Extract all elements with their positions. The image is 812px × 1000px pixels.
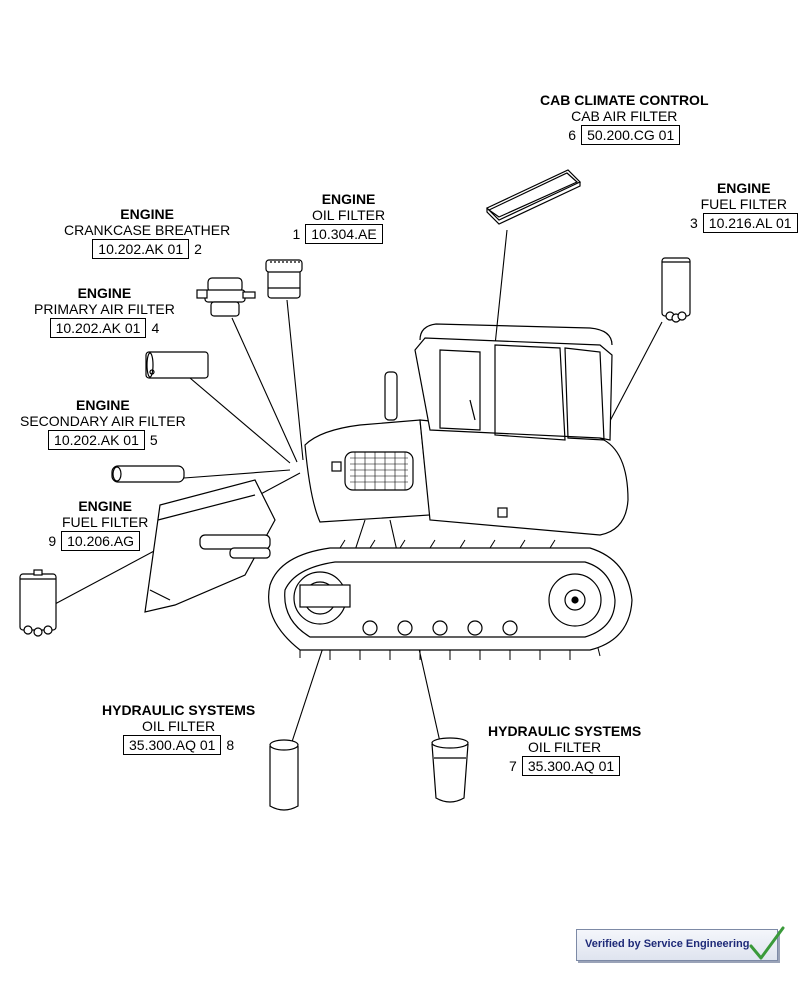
callout-title: ENGINE bbox=[77, 285, 132, 301]
cab-air-filter-part bbox=[485, 169, 582, 225]
verified-badge-text: Verified by Service Engineering bbox=[585, 938, 750, 950]
hydraulic-oil-filter-right-part bbox=[431, 737, 469, 803]
callout-subtitle: OIL FILTER bbox=[312, 207, 386, 223]
callout-hydraulic-oil-filter-left: HYDRAULIC SYSTEMS OIL FILTER 35.300.AQ 0… bbox=[102, 702, 255, 755]
callout-code: 10.206.AG bbox=[61, 531, 141, 551]
crankcase-breather-part bbox=[196, 277, 256, 317]
callout-title: ENGINE bbox=[321, 191, 376, 207]
callout-subtitle: OIL FILTER bbox=[528, 739, 602, 755]
secondary-air-filter-part bbox=[111, 465, 185, 483]
dozer-machine bbox=[144, 323, 633, 660]
callout-code: 10.202.AK 01 bbox=[92, 239, 190, 259]
callout-title: ENGINE bbox=[120, 206, 174, 222]
callout-code: 10.202.AK 01 bbox=[48, 430, 145, 450]
callout-subtitle: CRANKCASE BREATHER bbox=[64, 222, 231, 238]
callout-engine-secondary-air-filter: ENGINE SECONDARY AIR FILTER 10.202.AK 01… bbox=[20, 397, 186, 450]
callout-number: 1 bbox=[292, 226, 301, 242]
callout-subtitle: FUEL FILTER bbox=[62, 514, 149, 530]
callout-title: HYDRAULIC SYSTEMS bbox=[102, 702, 256, 718]
callout-title: ENGINE bbox=[76, 397, 130, 413]
fuel-filter-left-part bbox=[19, 569, 57, 637]
callout-subtitle: SECONDARY AIR FILTER bbox=[20, 413, 186, 429]
callout-code: 10.202.AK 01 bbox=[49, 318, 147, 338]
callout-number: 7 bbox=[509, 758, 517, 774]
callout-subtitle: OIL FILTER bbox=[142, 718, 216, 734]
primary-air-filter-part bbox=[145, 351, 209, 379]
callout-subtitle: FUEL FILTER bbox=[700, 196, 787, 212]
hydraulic-oil-filter-left-part bbox=[269, 739, 299, 811]
oil-filter-part bbox=[265, 259, 303, 299]
callout-code: 35.300.AQ 01 bbox=[521, 756, 621, 776]
callout-number: 5 bbox=[149, 432, 158, 448]
callout-subtitle: CAB AIR FILTER bbox=[571, 108, 678, 124]
checkmark-icon bbox=[749, 926, 785, 960]
callout-title: HYDRAULIC SYSTEMS bbox=[488, 723, 642, 739]
verified-badge: Verified by Service Engineering bbox=[576, 926, 785, 961]
callout-title: CAB CLIMATE CONTROL bbox=[540, 92, 709, 108]
callout-title: ENGINE bbox=[716, 180, 771, 196]
callout-code: 35.300.AQ 01 bbox=[123, 735, 222, 755]
callout-subtitle: PRIMARY AIR FILTER bbox=[34, 301, 175, 317]
callout-code: 10.216.AL 01 bbox=[702, 213, 798, 233]
engine-fuel-filter-part bbox=[661, 257, 691, 323]
callout-number: 6 bbox=[568, 127, 577, 143]
callout-number: 9 bbox=[48, 533, 57, 549]
callout-number: 8 bbox=[226, 737, 235, 753]
callout-code: 50.200.CG 01 bbox=[581, 125, 681, 145]
callout-number: 3 bbox=[690, 215, 698, 231]
callout-number: 4 bbox=[151, 320, 160, 336]
callout-number: 2 bbox=[194, 241, 202, 257]
callout-title: ENGINE bbox=[78, 498, 133, 514]
callout-code: 10.304.AE bbox=[305, 224, 383, 244]
